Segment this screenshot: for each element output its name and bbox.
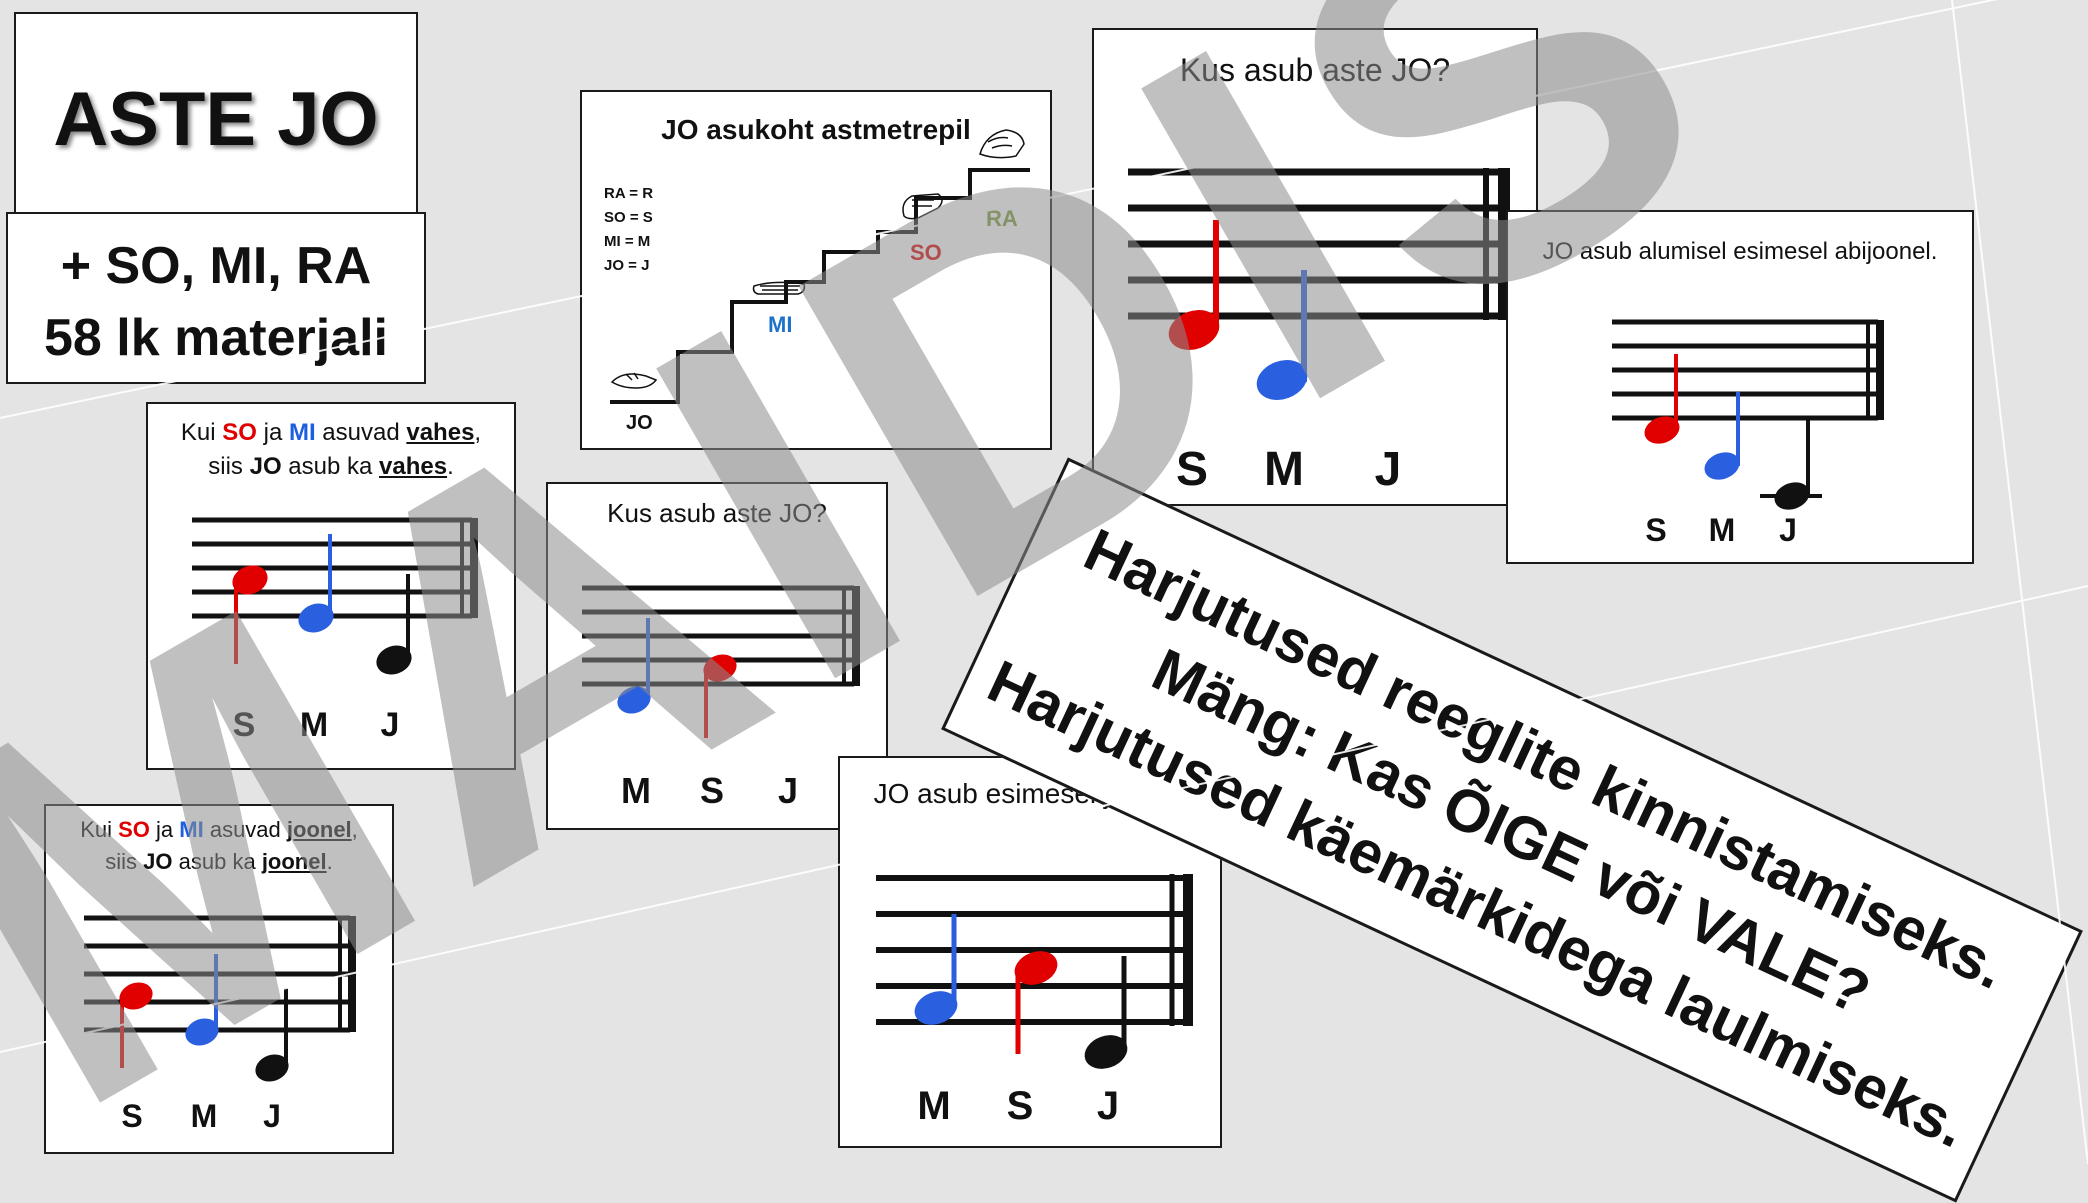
note-mi <box>298 534 334 633</box>
note-label: M <box>1708 512 1736 548</box>
text-fragment: asub ka <box>281 453 380 480</box>
mi-highlight: MI <box>288 419 316 446</box>
text-fragment: siis <box>208 453 250 480</box>
step-label-ra: RA <box>986 206 1018 231</box>
step-label-jo: JO <box>626 412 653 434</box>
note-label: S <box>232 706 256 744</box>
note-label: J <box>777 770 799 811</box>
note-label: J <box>380 706 400 744</box>
rule-line-1: Kui SO ja MI asuvad vahes, <box>148 416 514 450</box>
hand-sign-mi-icon <box>752 281 806 295</box>
note-jo <box>1774 420 1810 510</box>
question-text: Kus asub aste JO? <box>607 498 827 528</box>
subtitle-line-2: 58 lk materjali <box>44 309 388 367</box>
note-label: M <box>621 770 651 811</box>
subtitle-card: + SO, MI, RA 58 lk materjali <box>6 212 426 384</box>
note-label: M <box>299 706 329 744</box>
text-fragment: Kui <box>180 419 223 446</box>
emphasis-word: vahes <box>379 453 448 480</box>
ladder-stairs <box>610 129 1030 404</box>
note-label: J <box>1779 512 1797 548</box>
note-label: S <box>121 1098 143 1134</box>
note-label: M <box>190 1098 218 1134</box>
text-fragment: . <box>447 453 454 480</box>
note-jo <box>1084 956 1128 1069</box>
card-ledger-line: JO asub alumisel esimesel abijoonel. S M… <box>1506 210 1974 564</box>
ladder-card: JO asukoht astmetrepil RA = R SO = S MI … <box>580 90 1052 450</box>
step-label-so: SO <box>910 240 942 265</box>
note-so <box>1014 951 1058 1054</box>
emphasis-word: vahes <box>406 419 475 446</box>
title-card: ASTE JO <box>14 12 418 220</box>
note-label: S <box>699 770 724 811</box>
hand-sign-jo-icon <box>610 372 658 389</box>
note-label: J <box>1374 443 1402 496</box>
note-so <box>119 982 153 1068</box>
so-highlight: SO <box>222 419 257 446</box>
card-question-big: Kus asub aste JO? S M J <box>1092 28 1538 506</box>
subtitle-line-1: + SO, MI, RA <box>60 237 372 295</box>
note-label: S <box>1645 512 1667 548</box>
text-fragment: , <box>474 419 482 446</box>
note-so <box>703 654 737 738</box>
rule-line-2: siis JO asub ka vahes. <box>148 450 514 484</box>
note-label: M <box>917 1084 951 1128</box>
card-rule-on-line: Kui SO ja MI asuvad joonel, siis JO asub… <box>44 804 394 1154</box>
text-fragment: ja <box>256 419 289 446</box>
note-label: J <box>1096 1084 1120 1128</box>
note-mi <box>1704 392 1740 480</box>
hand-sign-ra-icon <box>979 129 1025 159</box>
page-title: ASTE JO <box>53 77 379 162</box>
card-question-small: Kus asub aste JO? M S J <box>546 482 888 830</box>
note-mi <box>1256 270 1308 400</box>
note-mi <box>617 618 651 714</box>
rule-text: Kui SO ja MI asuvad vahes, siis JO asub … <box>148 416 514 484</box>
text-fragment: asuvad <box>315 419 407 446</box>
note-mi <box>914 914 958 1025</box>
note-label: M <box>1264 443 1304 496</box>
staff-question-big <box>1128 168 1510 400</box>
note-so <box>232 565 268 664</box>
jo-highlight: JO <box>249 453 282 480</box>
note-label: S <box>1006 1084 1034 1128</box>
card-rule-between: Kui SO ja MI asuvad vahes, siis JO asub … <box>146 402 516 770</box>
note-label: J <box>263 1098 281 1134</box>
note-label: S <box>1175 443 1208 496</box>
step-label-mi: MI <box>768 312 793 337</box>
